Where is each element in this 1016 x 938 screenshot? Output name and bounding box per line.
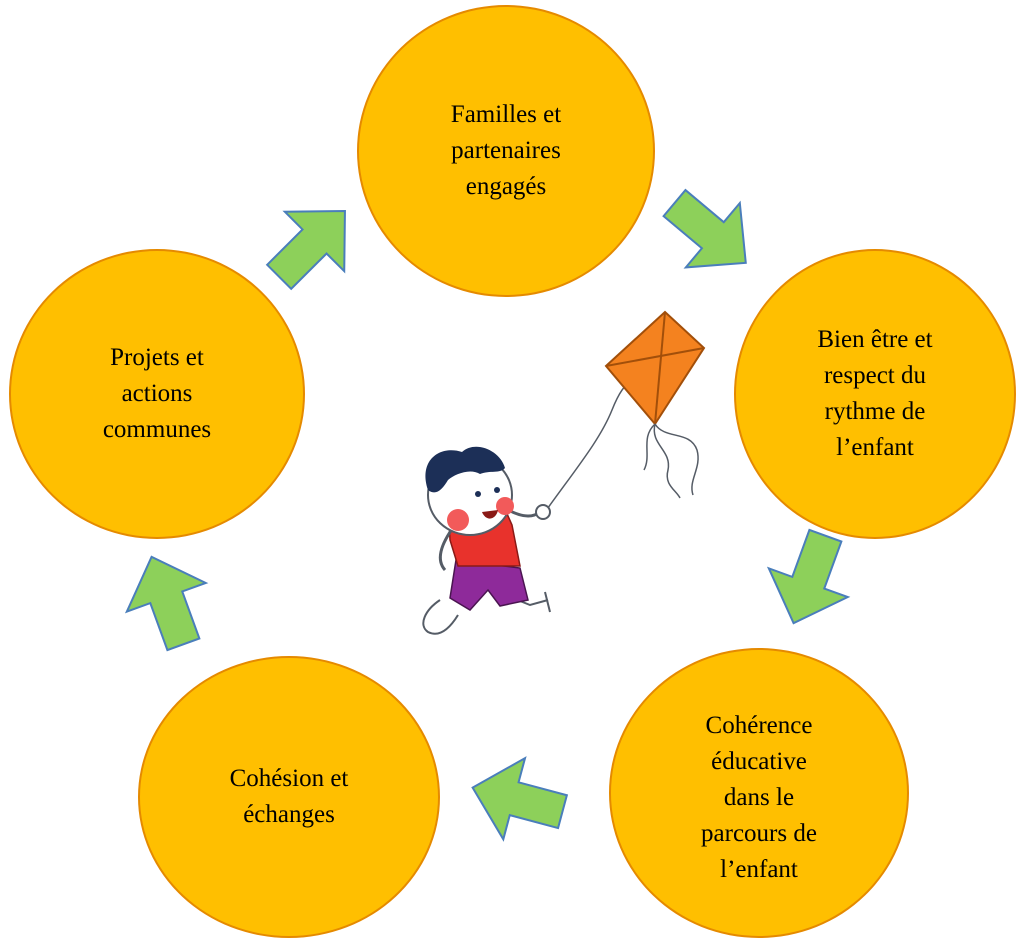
node-label: Cohésion et échanges — [229, 765, 349, 828]
node-label: Familles et partenaires engagés — [450, 101, 562, 200]
node-label: Bien être et respect du rythme de l’enfa… — [817, 326, 933, 461]
child-figure — [422, 446, 551, 635]
node-coherence-educative: Cohérence éducative dans le parcours de … — [609, 648, 909, 938]
arrow-projets-to-familles — [265, 210, 346, 291]
node-label: Cohérence éducative dans le parcours de … — [701, 712, 817, 883]
node-projets-actions: Projets et actions communes — [9, 249, 305, 539]
node-label: Projets et actions communes — [102, 344, 212, 443]
kite-icon — [604, 310, 706, 499]
node-cohesion-echanges: Cohésion et échanges — [138, 656, 440, 938]
node-familles-partenaires: Familles et partenaires engagés — [357, 5, 655, 297]
arrow-familles-to-bien-etre — [662, 188, 747, 269]
node-bien-etre: Bien être et respect du rythme de l’enfa… — [734, 249, 1016, 539]
arrow-coherence-to-cohesion — [471, 756, 569, 842]
kite-string — [544, 371, 639, 513]
arrow-cohesion-to-projets — [124, 555, 209, 652]
child-with-kite-illustration — [422, 310, 706, 635]
arrow-bien-etre-to-coherence — [766, 528, 851, 625]
